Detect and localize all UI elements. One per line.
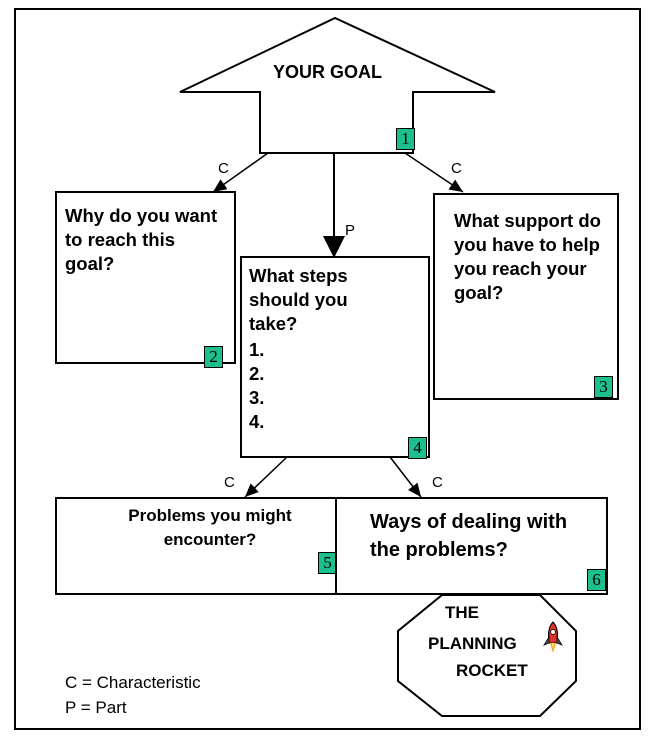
rocket-octagon [397,594,577,717]
rocket-icon [543,621,563,653]
box-why-text: Why do you want to reach this goal? [65,205,218,274]
steps-item-1: 1. [249,339,265,360]
box-support-text: What support do you have to help you rea… [454,210,601,303]
box-ways [335,497,608,595]
diagram-frame [14,8,641,730]
badge-4: 4 [408,437,427,459]
box-steps [240,256,430,458]
goal-title: YOUR GOAL [273,62,383,82]
rel-goal-support: C [451,160,462,177]
steps-list: 1. 2. 3. 4. [249,338,264,434]
badge-3: 3 [594,376,613,398]
connector-goal-support [404,152,464,193]
rel-goal-why: C [218,160,229,177]
legend-c: C = Characteristic [65,673,201,692]
steps-item-4: 4. [249,411,265,432]
legend: C = Characteristic P = Part [65,670,201,720]
rocket-line-2: PLANNING [428,634,517,653]
badge-1: 1 [396,128,415,150]
goal-arrow-shape [179,16,496,154]
rocket-line-3: ROCKET [456,661,528,680]
rel-steps-problems: C [224,474,235,491]
badge-2: 2 [204,346,223,368]
badge-6: 6 [587,569,606,591]
rel-steps-ways: C [432,474,443,491]
connector-goal-why [212,152,269,193]
box-ways-text: Ways of dealing with the problems? [370,511,568,561]
steps-item-2: 2. [249,363,265,384]
box-steps-heading: What steps should you take? [249,265,348,334]
connector-steps-problems [244,456,288,498]
legend-p: P = Part [65,698,127,717]
connector-steps-ways [389,456,422,498]
box-support [433,193,619,400]
box-problems-text: Problems you might encounter? [128,506,292,549]
rocket-line-1: THE [445,603,479,622]
box-why [55,191,236,364]
rel-goal-steps: P [345,222,356,239]
connector-goal-steps-head [323,236,345,258]
box-problems [55,497,337,595]
steps-item-3: 3. [249,387,265,408]
